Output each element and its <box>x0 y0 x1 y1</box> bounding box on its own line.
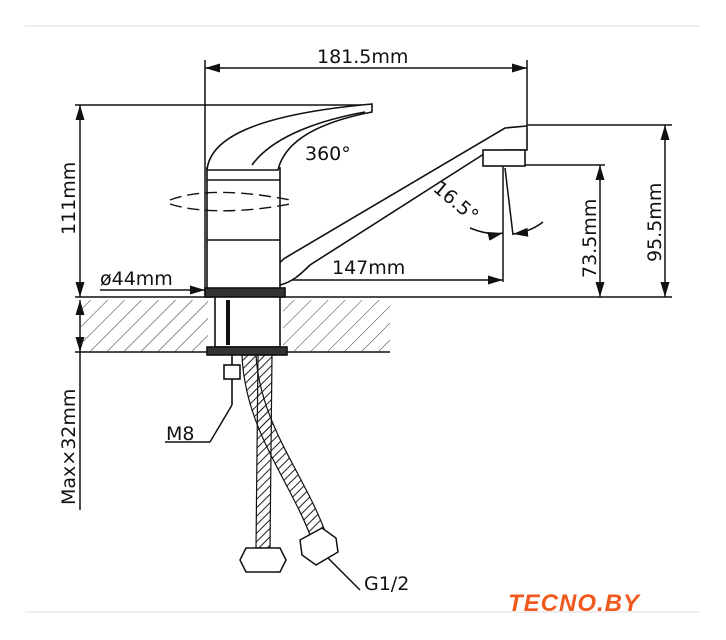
hose-nut-right <box>299 527 339 566</box>
hose-nut-left <box>239 547 287 573</box>
label-counter-thickness: Max×32mm <box>58 389 80 505</box>
rotation-indicator <box>169 191 291 212</box>
label-stud: M8 <box>166 423 194 445</box>
label-base-diameter: ø44mm <box>100 268 173 290</box>
label-hose-thread: G1/2 <box>364 573 409 595</box>
tecno-by-logo: TECNO.BY <box>508 590 641 617</box>
label-spout-angle: 16.5° <box>429 177 483 227</box>
label-outlet-height: 73.5mm <box>579 199 601 278</box>
faucet-body <box>204 103 528 405</box>
label-spout-height: 95.5mm <box>644 183 666 262</box>
flexible-hoses <box>239 354 339 573</box>
label-rotation: 360° <box>305 143 351 165</box>
label-height: 111mm <box>58 162 80 235</box>
label-spout-reach: 147mm <box>332 257 405 279</box>
label-overall-length: 181.5mm <box>317 46 408 68</box>
